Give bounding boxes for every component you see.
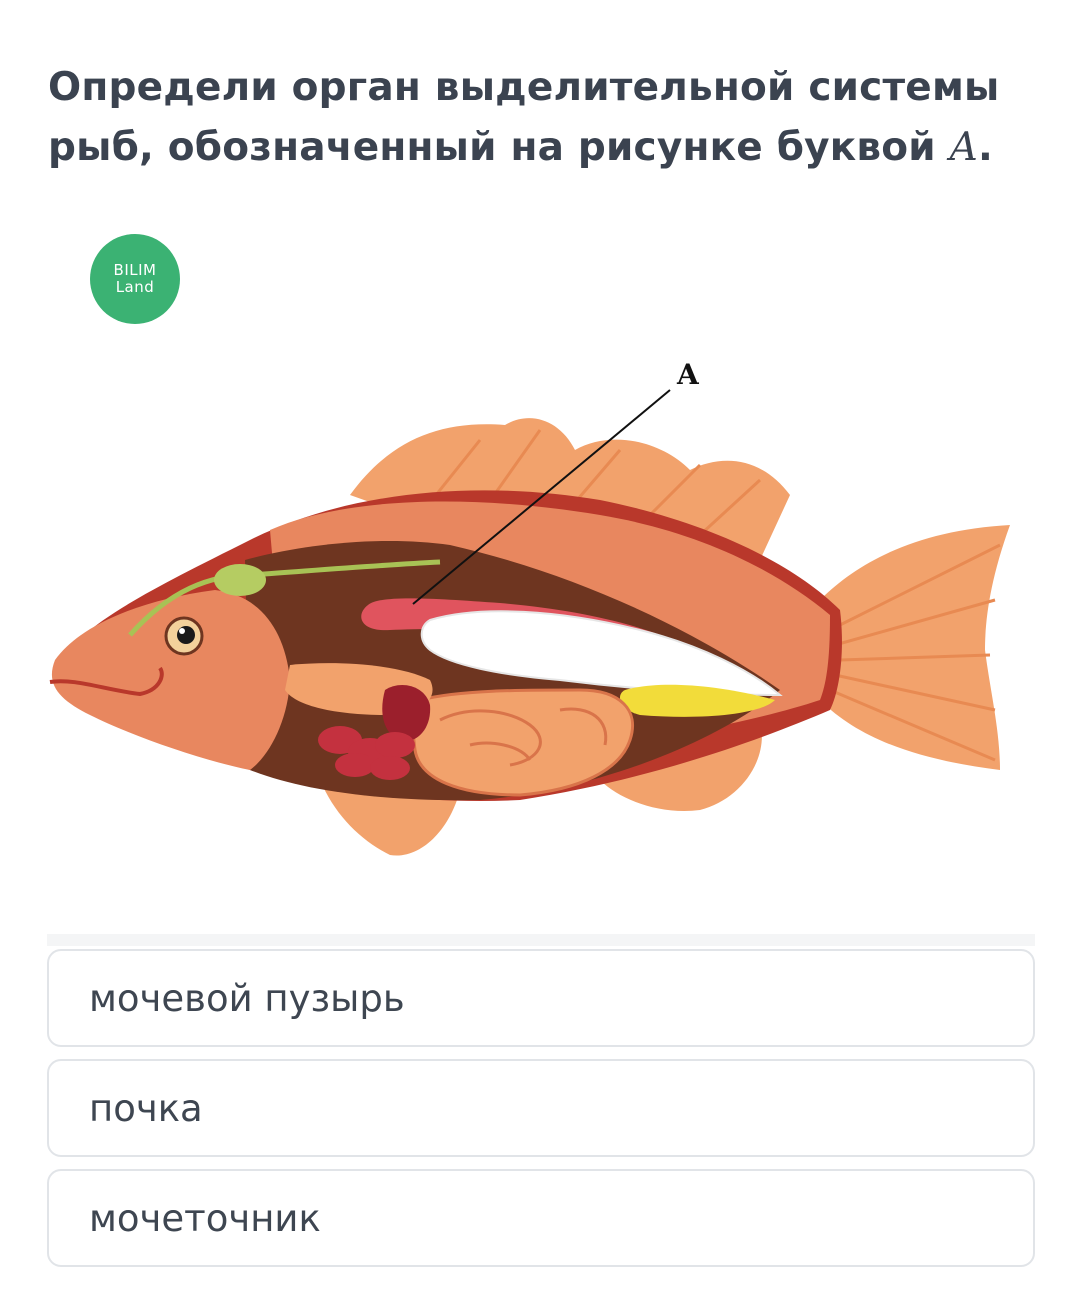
heart bbox=[382, 685, 431, 741]
gills bbox=[318, 726, 415, 780]
question-end: . bbox=[978, 125, 994, 170]
question-main: Определи орган выделительной системы рыб… bbox=[48, 65, 1000, 170]
answer-option-label: мочевой пузырь bbox=[89, 976, 405, 1020]
fish-head bbox=[51, 590, 290, 770]
pointer-line bbox=[412, 389, 671, 605]
question-letter: A bbox=[949, 125, 978, 170]
brain bbox=[214, 564, 266, 596]
logo-line-1: BILIM bbox=[113, 261, 157, 279]
divider bbox=[47, 934, 1035, 946]
answer-option-1[interactable]: мочевой пузырь bbox=[47, 949, 1035, 1047]
answer-option-label: мочеточник bbox=[89, 1196, 321, 1240]
tail-fin bbox=[820, 525, 1010, 770]
fish-anatomy-illustration: A bbox=[49, 358, 1010, 856]
intestines bbox=[411, 688, 634, 797]
logo-line-2: Land bbox=[115, 278, 155, 296]
figure-label-a: A bbox=[676, 358, 700, 391]
mouth bbox=[49, 666, 164, 697]
bilimland-logo: BILIM Land bbox=[90, 234, 180, 324]
answer-option-3[interactable]: мочеточник bbox=[47, 1169, 1035, 1267]
answer-options: мочевой пузырь почка мочеточник bbox=[47, 949, 1035, 1279]
gonad bbox=[620, 684, 775, 717]
answer-option-2[interactable]: почка bbox=[47, 1059, 1035, 1157]
answer-option-label: почка bbox=[89, 1086, 203, 1130]
question-text: Определи орган выделительной системы рыб… bbox=[48, 58, 1038, 178]
